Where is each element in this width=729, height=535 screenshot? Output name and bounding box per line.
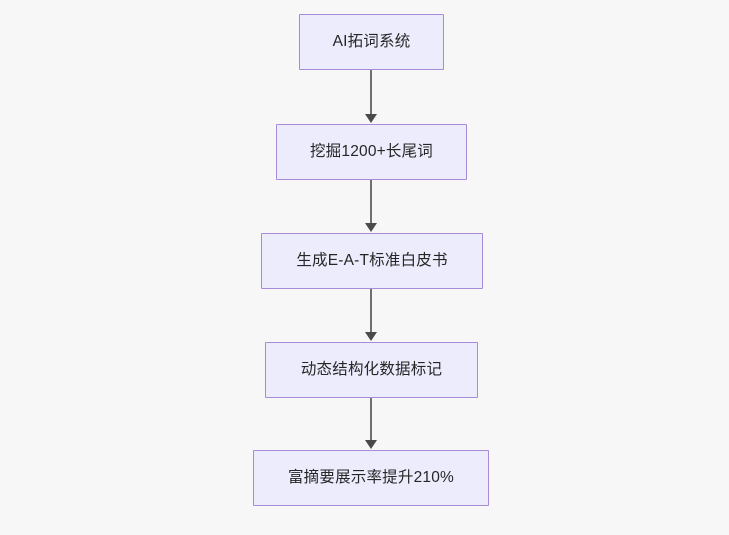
arrow-down-icon [365, 223, 377, 232]
flow-edge-n4-n5 [370, 398, 372, 442]
flow-edge-n3-n4 [370, 289, 372, 334]
flow-node-dynamic-structured-data-markup[interactable]: 动态结构化数据标记 [265, 342, 478, 398]
flow-node-rich-snippet-impression-lift[interactable]: 富摘要展示率提升210% [253, 450, 489, 506]
flow-node-label: 挖掘1200+长尾词 [309, 142, 434, 160]
flow-node-label: 动态结构化数据标记 [300, 360, 443, 378]
arrow-down-icon [365, 440, 377, 449]
flow-node-label: 生成E-A-T标准白皮书 [296, 251, 448, 269]
flow-edge-n1-n2 [370, 70, 372, 116]
flow-edge-n2-n3 [370, 180, 372, 225]
arrow-down-icon [365, 332, 377, 341]
flow-node-mine-longtail-keywords[interactable]: 挖掘1200+长尾词 [276, 124, 467, 180]
flow-node-label: AI拓词系统 [332, 32, 411, 50]
flow-node-ai-keyword-system[interactable]: AI拓词系统 [299, 14, 444, 70]
arrow-down-icon [365, 114, 377, 123]
flow-node-generate-eat-whitepaper[interactable]: 生成E-A-T标准白皮书 [261, 233, 483, 289]
flow-node-label: 富摘要展示率提升210% [287, 468, 455, 486]
